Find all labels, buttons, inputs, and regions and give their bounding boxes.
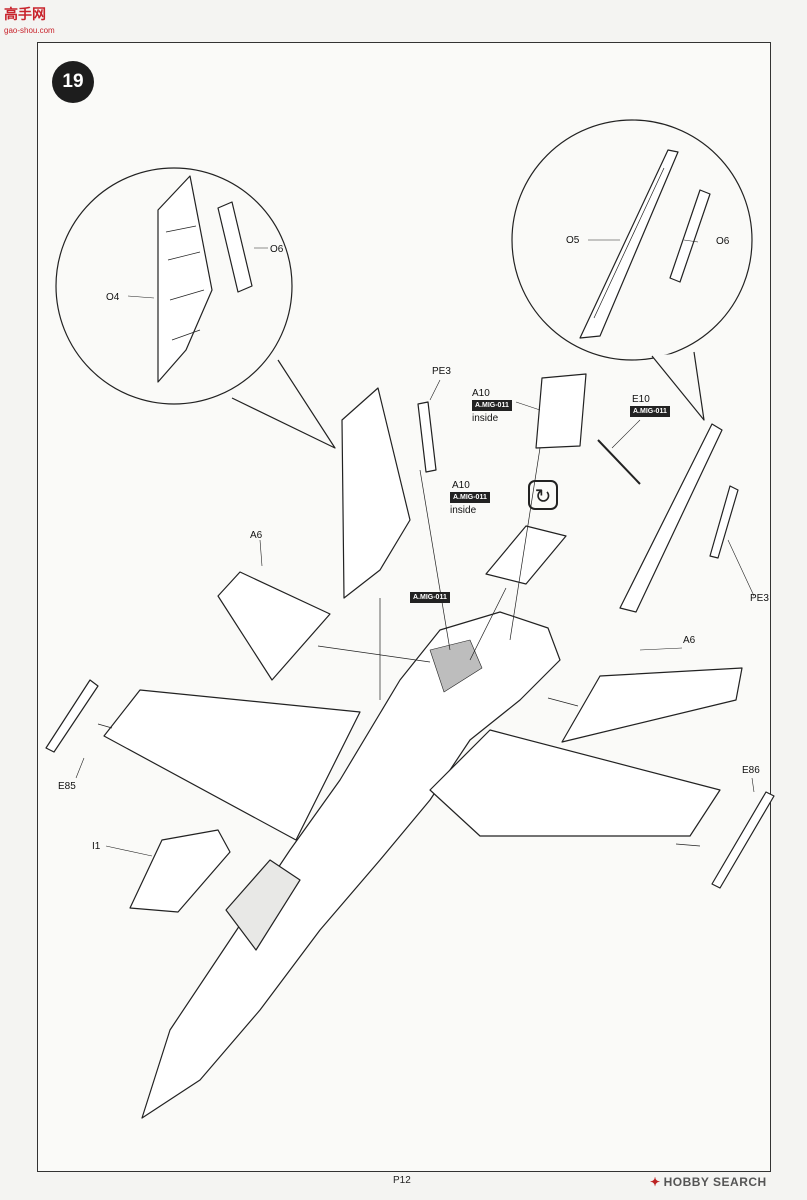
part-i1 bbox=[129, 829, 231, 913]
label-o6-right: O6 bbox=[716, 236, 730, 247]
hobby-search-brand: ✦HOBBY SEARCH bbox=[650, 1175, 767, 1189]
aircraft-left-wing bbox=[103, 689, 361, 841]
part-e10-rod bbox=[597, 439, 641, 485]
label-e85: E85 bbox=[58, 781, 76, 792]
page-number: P12 bbox=[393, 1175, 411, 1186]
detail-circle-left bbox=[55, 167, 293, 405]
masking-area bbox=[429, 639, 483, 693]
detail-circle-right bbox=[511, 119, 753, 361]
label-a10-mid-note: inside bbox=[450, 505, 477, 516]
part-flap-exploded-left bbox=[341, 387, 411, 599]
detail-pointer-right bbox=[651, 351, 705, 421]
aircraft-fuselage bbox=[141, 611, 561, 1119]
brand-text: HOBBY SEARCH bbox=[663, 1175, 767, 1189]
label-i1: I1 bbox=[92, 841, 101, 852]
aircraft-canopy bbox=[225, 859, 301, 951]
label-o6-left: O6 bbox=[270, 244, 284, 255]
part-a10-mid bbox=[485, 525, 567, 585]
rotate-symbol-icon: ↻ bbox=[528, 480, 558, 510]
label-a6-right: A6 bbox=[683, 635, 696, 646]
part-a6-right bbox=[561, 667, 743, 743]
label-pe3-top: PE3 bbox=[432, 366, 451, 377]
label-e10: E10 bbox=[632, 394, 650, 405]
paint-tag-e10: A.MIG-011 bbox=[630, 406, 670, 417]
part-o4 bbox=[157, 175, 213, 383]
label-pe3-right: PE3 bbox=[750, 593, 769, 604]
label-a10-top-note: inside bbox=[472, 413, 499, 424]
part-flap-exploded-right bbox=[619, 423, 723, 613]
step-number-badge: 19 bbox=[52, 61, 94, 103]
watermark-url: gao-shou.com bbox=[4, 26, 55, 35]
part-pe3-top bbox=[417, 401, 437, 473]
part-pe3-right bbox=[709, 485, 739, 559]
label-o5: O5 bbox=[566, 235, 580, 246]
part-o6-right bbox=[669, 189, 711, 283]
label-a10-top: A10 bbox=[472, 388, 490, 399]
part-e85 bbox=[45, 679, 99, 753]
label-o4: O4 bbox=[106, 292, 120, 303]
detail-pointer-left bbox=[231, 359, 336, 449]
label-a10-mid: A10 bbox=[452, 480, 470, 491]
part-a10-top bbox=[535, 373, 587, 449]
label-a6-left: A6 bbox=[250, 530, 263, 541]
part-a6-left bbox=[217, 571, 331, 681]
paint-tag-a10-top: A.MIG-011 bbox=[472, 400, 512, 411]
paint-tag-fuselage: A.MIG-011 bbox=[410, 592, 450, 603]
part-e86 bbox=[711, 791, 775, 889]
hobby-search-logo-icon: ✦ bbox=[650, 1175, 661, 1189]
paint-tag-a10-mid: A.MIG-011 bbox=[450, 492, 490, 503]
label-e86: E86 bbox=[742, 765, 760, 776]
part-o5 bbox=[579, 149, 679, 339]
watermark-logo: 高手网 bbox=[4, 6, 46, 22]
aircraft-right-wing bbox=[429, 729, 721, 837]
part-o6-left bbox=[217, 201, 253, 293]
